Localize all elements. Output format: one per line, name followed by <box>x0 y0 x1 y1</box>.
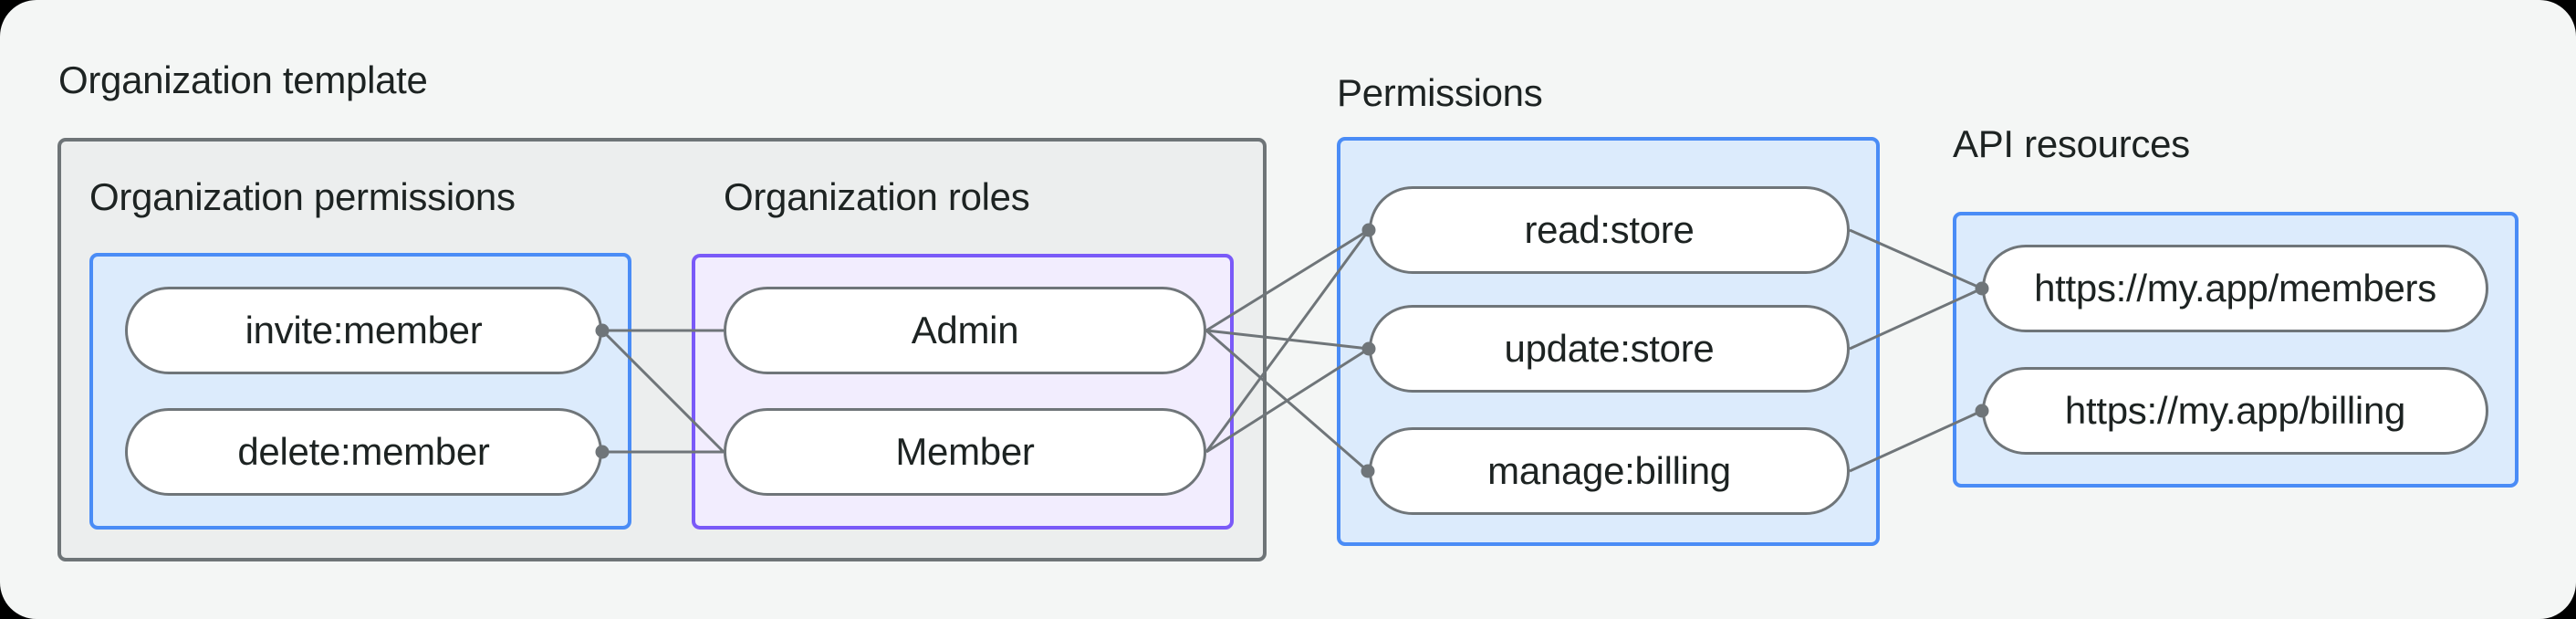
node-invite-member: invite:member <box>125 287 602 374</box>
org-roles-label: Organization roles <box>724 175 1030 218</box>
org-template-label: Organization template <box>58 58 428 101</box>
node-delete-member: delete:member <box>125 408 602 496</box>
permissions-label: Permissions <box>1337 71 1543 114</box>
org-permissions-label: Organization permissions <box>89 175 516 218</box>
node-read-store: read:store <box>1369 186 1850 274</box>
api-resources-label: API resources <box>1953 122 2190 165</box>
node-update-store: update:store <box>1369 305 1850 393</box>
node-manage-billing: manage:billing <box>1369 427 1850 515</box>
node-billing-url: https://my.app/billing <box>1982 367 2488 455</box>
node-admin: Admin <box>724 287 1206 374</box>
node-members-url: https://my.app/members <box>1982 245 2488 332</box>
node-member: Member <box>724 408 1206 496</box>
